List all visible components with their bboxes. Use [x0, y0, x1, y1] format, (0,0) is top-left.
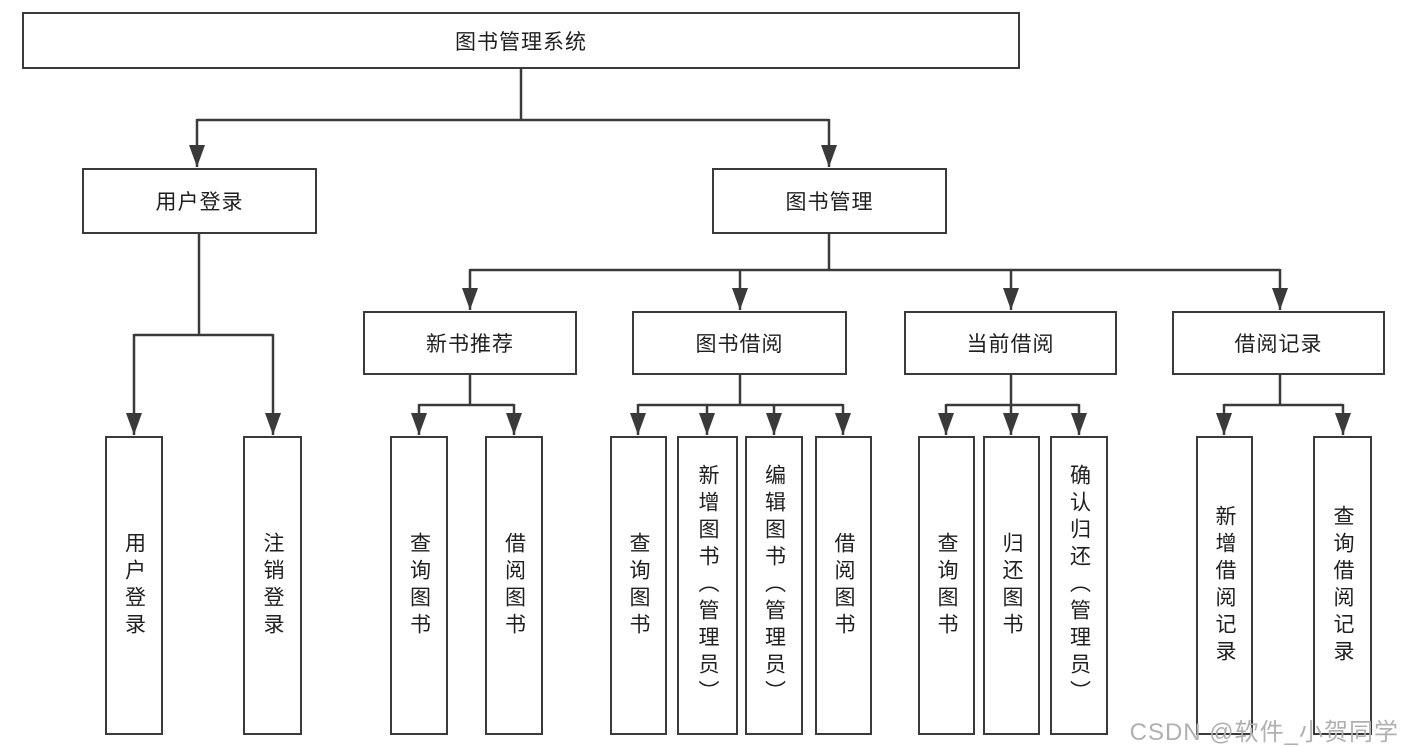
leaf-label: 查询图书 [935, 531, 958, 640]
node-library-management-system: 图书管理系统 [22, 12, 1020, 69]
leaf-label: 借阅图书 [502, 531, 526, 640]
leaf-borrow-book-recommend: 借阅图书 [485, 436, 543, 735]
node-label: 用户登录 [155, 191, 244, 214]
leaf-confirm-return-admin: 确认归还（管理员） [1050, 436, 1108, 735]
csdn-watermark: CSDN @软件_小贺同学 [1129, 719, 1399, 746]
node-new-book-recommend: 新书推荐 [363, 311, 577, 375]
leaf-edit-book-admin: 编辑图书（管理员） [745, 436, 803, 735]
leaf-label: 查询图书 [407, 531, 431, 640]
leaf-label: 用户登录 [122, 531, 146, 640]
leaf-label: 归还图书 [1000, 531, 1023, 640]
leaf-query-book-current: 查询图书 [918, 436, 975, 735]
leaf-label: 查询借阅记录 [1331, 504, 1354, 667]
leaf-borrow-book: 借阅图书 [815, 436, 872, 735]
leaf-add-book-admin: 新增图书（管理员） [677, 436, 738, 735]
leaf-add-borrow-record: 新增借阅记录 [1196, 436, 1253, 735]
node-label: 图书管理 [785, 191, 874, 214]
leaf-label: 新增借阅记录 [1213, 504, 1236, 667]
node-label: 图书借阅 [695, 333, 784, 356]
leaf-label: 查询图书 [627, 531, 650, 640]
node-label: 借阅记录 [1234, 333, 1323, 356]
node-label: 图书管理系统 [455, 30, 587, 54]
leaf-logout: 注销登录 [243, 436, 302, 735]
leaf-user-login: 用户登录 [105, 436, 163, 735]
leaf-return-book: 归还图书 [983, 436, 1040, 735]
leaf-query-borrow-record: 查询借阅记录 [1313, 436, 1372, 735]
node-label: 新书推荐 [426, 333, 514, 356]
leaf-label: 借阅图书 [832, 531, 855, 640]
node-label: 当前借阅 [966, 333, 1055, 356]
leaf-query-book-recommend: 查询图书 [390, 436, 448, 735]
node-current-borrow: 当前借阅 [904, 311, 1117, 375]
leaf-query-book-borrow: 查询图书 [610, 436, 667, 735]
node-borrow-record: 借阅记录 [1172, 311, 1385, 375]
leaf-label: 新增图书（管理员） [696, 464, 719, 707]
node-book-borrow: 图书借阅 [632, 311, 847, 375]
node-book-management: 图书管理 [712, 168, 947, 234]
leaf-label: 确认归还（管理员） [1067, 464, 1091, 707]
leaf-label: 注销登录 [261, 531, 284, 640]
leaf-label: 编辑图书（管理员） [762, 464, 786, 707]
node-user-login: 用户登录 [82, 168, 317, 234]
